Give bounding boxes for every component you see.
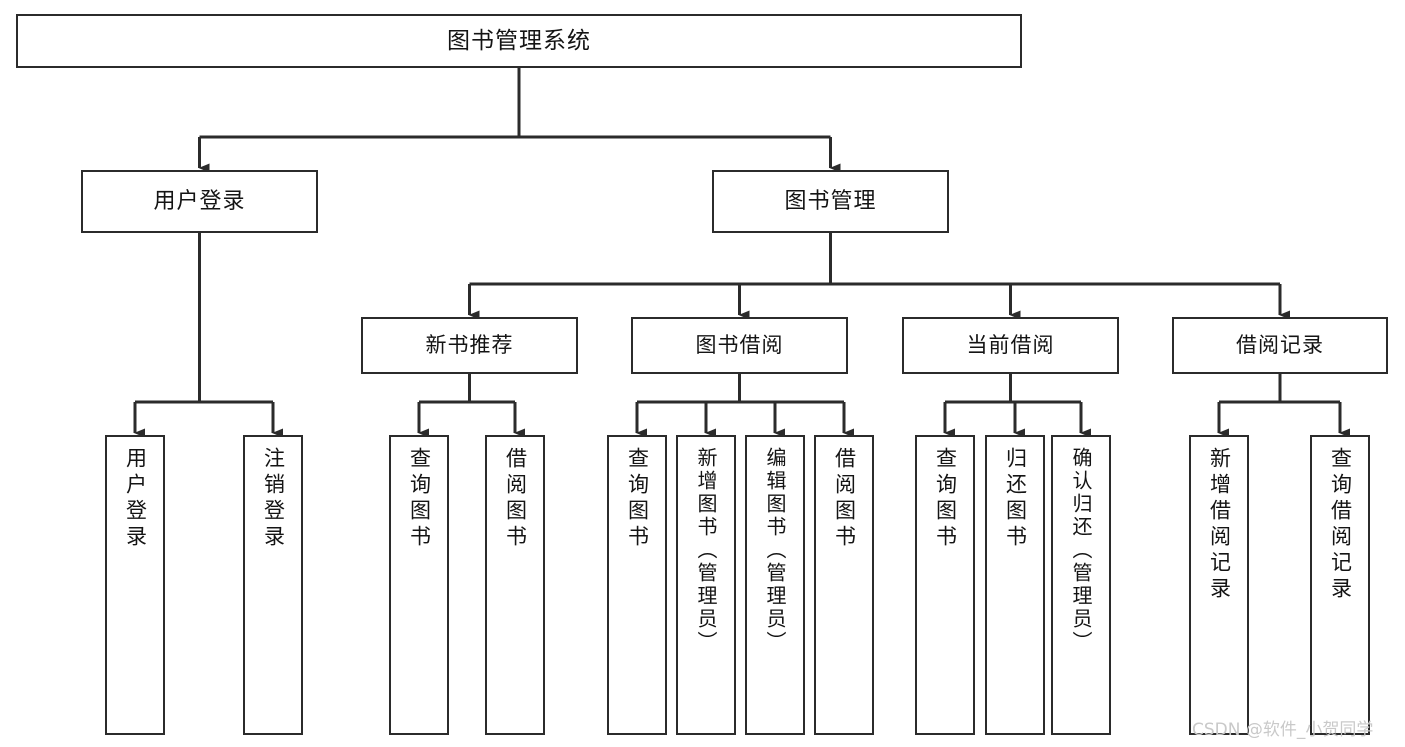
node-root[interactable]: 图书管理系统 [16, 14, 1022, 68]
node-label: 归还图书 [1003, 447, 1028, 551]
node-leaf-add-book[interactable]: 新增图书（管理员） [676, 435, 736, 735]
node-leaf-query-record[interactable]: 查询借阅记录 [1310, 435, 1370, 735]
connector-group [133, 68, 1350, 438]
node-leaf-add-record[interactable]: 新增借阅记录 [1189, 435, 1249, 735]
node-leaf-return-book[interactable]: 归还图书 [985, 435, 1045, 735]
node-label: 借阅图书 [503, 447, 528, 551]
node-user-login[interactable]: 用户登录 [81, 170, 318, 233]
node-label: 用户登录 [153, 188, 246, 214]
node-label: 查询图书 [933, 447, 958, 551]
node-label: 借阅图书 [832, 447, 857, 551]
node-leaf-borrow-book-1[interactable]: 借阅图书 [485, 435, 545, 735]
node-leaf-query-book-1[interactable]: 查询图书 [389, 435, 449, 735]
node-label: 图书管理系统 [447, 27, 591, 54]
node-label: 编辑图书（管理员） [763, 447, 787, 654]
node-leaf-logout[interactable]: 注销登录 [243, 435, 303, 735]
node-label: 用户登录 [123, 447, 148, 551]
node-label: 查询图书 [407, 447, 432, 551]
node-label: 查询图书 [625, 447, 650, 551]
node-label: 确认归还（管理员） [1069, 447, 1093, 654]
node-book-manage[interactable]: 图书管理 [712, 170, 949, 233]
node-leaf-edit-book[interactable]: 编辑图书（管理员） [745, 435, 805, 735]
node-label: 图书管理 [784, 188, 877, 214]
node-current-borrow[interactable]: 当前借阅 [902, 317, 1119, 374]
node-label: 新增图书（管理员） [694, 447, 718, 654]
node-label: 注销登录 [261, 447, 286, 551]
node-label: 新书推荐 [425, 333, 514, 358]
node-leaf-query-book-2[interactable]: 查询图书 [607, 435, 667, 735]
node-label: 查询借阅记录 [1328, 447, 1353, 603]
node-book-borrow[interactable]: 图书借阅 [631, 317, 848, 374]
node-label: 当前借阅 [966, 333, 1055, 358]
watermark-text: CSDN @软件_小贺同学 [1192, 720, 1374, 740]
node-borrow-record[interactable]: 借阅记录 [1172, 317, 1388, 374]
node-leaf-query-book-3[interactable]: 查询图书 [915, 435, 975, 735]
node-leaf-borrow-book-2[interactable]: 借阅图书 [814, 435, 874, 735]
node-new-book-rec[interactable]: 新书推荐 [361, 317, 578, 374]
node-leaf-user-login[interactable]: 用户登录 [105, 435, 165, 735]
node-label: 借阅记录 [1236, 333, 1324, 358]
node-leaf-confirm-return[interactable]: 确认归还（管理员） [1051, 435, 1111, 735]
node-label: 图书借阅 [695, 333, 784, 358]
node-label: 新增借阅记录 [1207, 447, 1232, 603]
